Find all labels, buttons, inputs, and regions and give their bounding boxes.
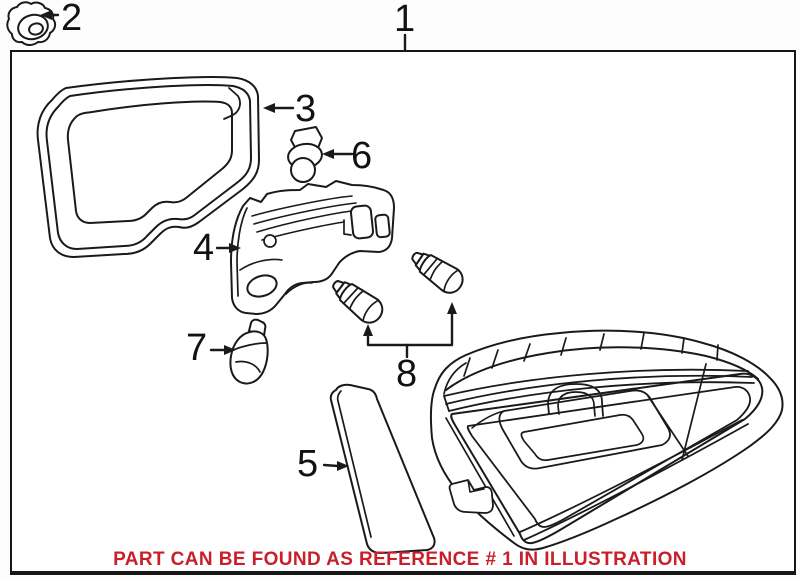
callout-6-label: 6 <box>351 135 373 177</box>
callout-7-label: 7 <box>186 327 208 369</box>
callout-3-label: 3 <box>295 88 317 130</box>
callout-1-label: 1 <box>394 0 416 40</box>
callout-2-label: 2 <box>61 0 83 39</box>
bulb-pair-drawing <box>327 245 468 328</box>
bulb-socket-drawing <box>286 127 323 182</box>
callout-8-label: 8 <box>396 353 418 395</box>
reference-note: PART CAN BE FOUND AS REFERENCE # 1 IN IL… <box>113 549 687 570</box>
bulb-carrier-drawing <box>231 181 394 314</box>
trim-strip-drawing <box>331 385 435 553</box>
callout-5-label: 5 <box>297 443 319 485</box>
callout-4-label: 4 <box>193 227 215 269</box>
gasket-drawing <box>38 77 259 257</box>
tail-lamp-assembly-drawing <box>431 331 783 550</box>
callout-arrows <box>40 10 457 471</box>
flange-nut-drawing <box>7 2 55 45</box>
small-bulb-drawing <box>230 320 267 384</box>
